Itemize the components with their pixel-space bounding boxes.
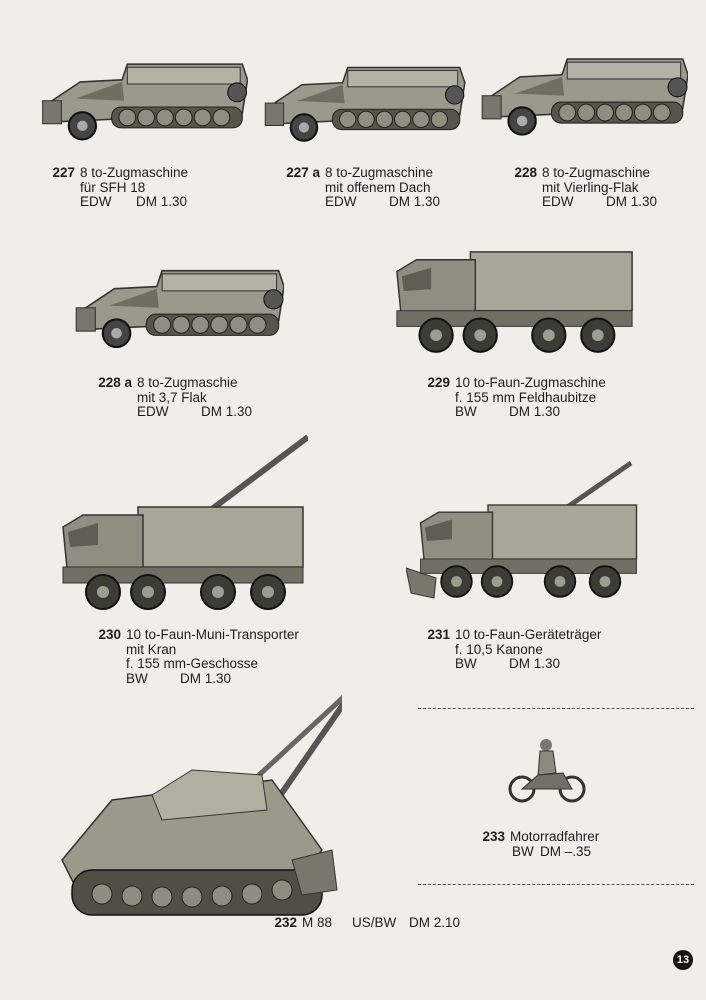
- caption-227: 227 8 to-Zugmaschine für SFH 18 EDW DM 1.…: [52, 165, 189, 210]
- item-detail: mit Vierling-Flak: [542, 179, 639, 195]
- item-maker: US/BW: [352, 915, 397, 930]
- item-maker: BW: [126, 670, 148, 686]
- model-228-image: [478, 28, 688, 153]
- item-number: 228: [514, 165, 537, 180]
- item-maker: BW: [455, 656, 477, 671]
- item-maker: EDW: [542, 194, 574, 209]
- model-232-image: [52, 660, 384, 928]
- item-detail: für SFH 18: [80, 179, 146, 195]
- item-name: 8 to-Zugmaschine: [80, 165, 189, 180]
- item-detail: f. 155 mm-Geschosse: [126, 656, 259, 671]
- caption-231: 231 10 to-Faun-Geräteträger f. 10,5 Kano…: [427, 627, 602, 672]
- item-number: 229: [427, 375, 450, 390]
- item-name: 8 to-Zugmaschine: [542, 165, 651, 180]
- caption-232: 232 M 88 US/BW DM 2.10: [274, 915, 461, 931]
- model-228a-image: [72, 240, 284, 365]
- item-price: DM 1.30: [389, 194, 441, 209]
- item-number: 228 a: [98, 375, 132, 390]
- item-price-row: EDW DM 1.30: [542, 194, 658, 210]
- divider-bottom: [418, 884, 694, 885]
- item-price-row: BW DM –.35: [510, 843, 599, 860]
- item-price-row: BW DM 1.30: [455, 656, 601, 672]
- item-number: 231: [427, 627, 450, 642]
- item-number: 227: [52, 165, 75, 180]
- item-name: 8 to-Zugmaschine: [325, 165, 434, 180]
- item-name: 10 to-Faun-Muni-Transporter: [126, 627, 299, 642]
- item-price-row: BW DM 1.30: [126, 670, 299, 687]
- item-detail: f. 10,5 Kanone: [455, 641, 543, 657]
- item-price: DM 1.30: [509, 656, 561, 671]
- item-price-row: M 88 US/BW DM 2.10: [302, 915, 461, 931]
- caption-227a: 227 a 8 to-Zugmaschine mit offenem Dach …: [286, 165, 441, 210]
- item-number: 233: [482, 829, 505, 844]
- item-name: 10 to-Faun-Geräteträger: [455, 627, 602, 642]
- item-number: 232: [274, 915, 297, 930]
- item-price-row: EDW DM 1.30: [325, 194, 441, 210]
- model-231-image: [406, 458, 642, 610]
- item-maker: EDW: [325, 194, 357, 209]
- item-number: 227 a: [286, 165, 320, 180]
- page-number-badge: 13: [673, 950, 693, 970]
- item-name: M 88: [302, 915, 333, 930]
- model-227-image: [38, 38, 248, 153]
- item-maker: BW: [512, 843, 534, 859]
- item-price-row: EDW DM 1.30: [137, 404, 253, 420]
- item-detail: mit offenem Dach: [325, 179, 431, 195]
- caption-228a: 228 a 8 to-Zugmaschie mit 3,7 Flak EDW DM…: [98, 375, 253, 420]
- item-price-row: BW DM 1.30: [455, 404, 606, 420]
- item-price: DM –.35: [540, 843, 592, 859]
- model-227a-image: [258, 42, 468, 154]
- item-number: 230: [98, 627, 121, 642]
- caption-229: 229 10 to-Faun-Zugmaschine f. 155 mm Fel…: [427, 375, 606, 420]
- caption-228: 228 8 to-Zugmaschine mit Vierling-Flak E…: [514, 165, 658, 210]
- item-price-row: EDW DM 1.30: [80, 194, 188, 210]
- item-detail: f. 155 mm Feldhaubitze: [455, 389, 597, 405]
- item-name: 8 to-Zugmaschie: [137, 375, 238, 390]
- divider-top: [418, 708, 694, 709]
- model-229-image: [392, 230, 637, 362]
- model-230-image: [58, 432, 308, 617]
- item-price: DM 1.30: [201, 404, 253, 419]
- model-233-image: [508, 736, 588, 808]
- item-price: DM 1.30: [136, 194, 188, 209]
- item-name: 10 to-Faun-Zugmaschine: [455, 375, 606, 390]
- caption-233: 233 Motorradfahrer BW DM –.35: [482, 829, 600, 860]
- item-maker: BW: [455, 404, 477, 419]
- item-detail: mit Kran: [126, 641, 177, 657]
- item-detail: mit 3,7 Flak: [137, 389, 207, 405]
- item-maker: EDW: [80, 194, 112, 209]
- item-maker: EDW: [137, 404, 169, 419]
- item-price: DM 1.30: [606, 194, 658, 209]
- caption-230: 230 10 to-Faun-Muni-Transporter mit Kran…: [98, 627, 299, 687]
- item-price: DM 1.30: [180, 670, 232, 686]
- item-price: DM 2.10: [409, 915, 461, 930]
- item-price: DM 1.30: [509, 404, 561, 419]
- item-name: Motorradfahrer: [510, 829, 600, 844]
